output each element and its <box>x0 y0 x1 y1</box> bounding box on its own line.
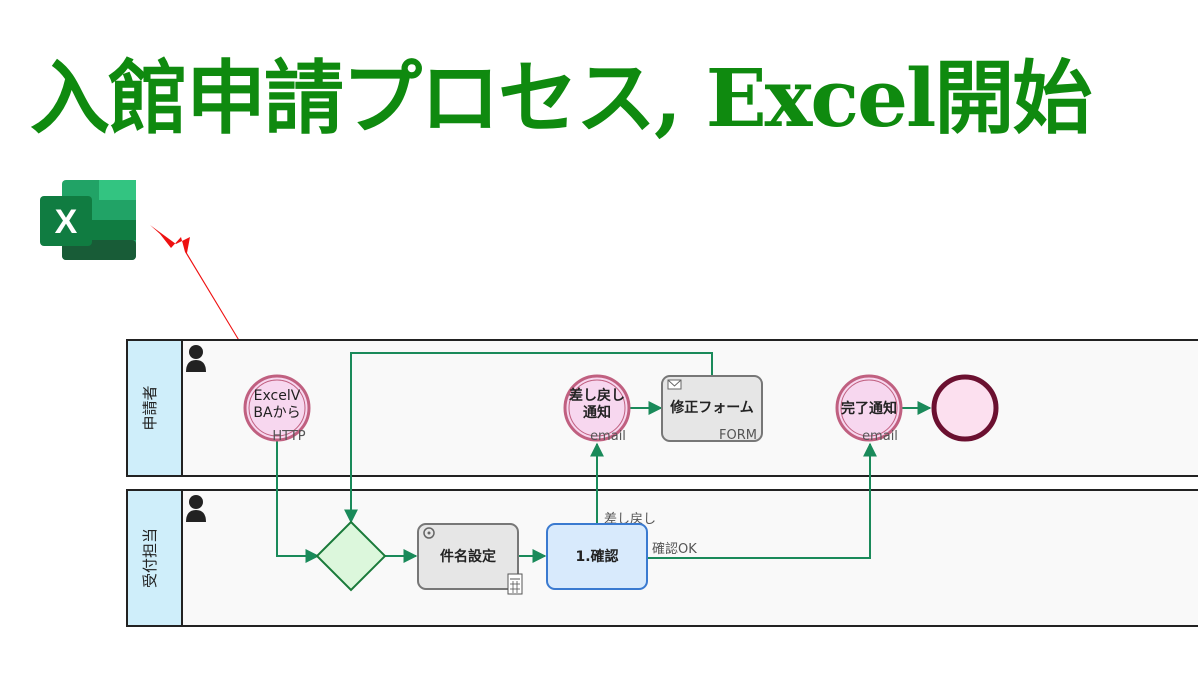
fix-form-label: 修正フォーム <box>669 399 754 416</box>
sendback-event-label-1: 差し戻し <box>569 387 625 404</box>
envelope-icon <box>667 379 682 390</box>
gear-icon <box>423 527 435 539</box>
fix-form-type: FORM <box>719 428 757 443</box>
flow-start-to-gateway <box>276 440 320 563</box>
name-setting-task[interactable]: 件名設定 <box>417 523 523 595</box>
start-event-type: HTTP <box>272 429 305 444</box>
complete-event[interactable]: 完了通知 email <box>835 374 903 444</box>
flow-confirm-to-complete <box>648 442 877 559</box>
confirm-task[interactable]: 1.確認 <box>546 523 648 590</box>
exclusive-gateway[interactable] <box>315 520 387 592</box>
sequence-flows <box>276 352 932 563</box>
lane-label-reception: 受付担当 <box>141 528 159 588</box>
excel-icon: X <box>40 180 136 260</box>
excel-letter: X <box>55 203 78 241</box>
confirm-task-label: 1.確認 <box>575 548 618 565</box>
start-event[interactable]: ExcelV BAから HTTP <box>243 374 311 444</box>
flow-fix-to-gateway <box>344 352 713 524</box>
flow-label-confirm-ok: 確認OK <box>652 541 697 557</box>
sendback-event[interactable]: 差し戻し 通知 email <box>563 374 631 444</box>
calculator-icon <box>507 573 523 595</box>
name-setting-label: 件名設定 <box>440 548 496 565</box>
complete-event-type: email <box>862 429 898 444</box>
start-event-label-1: ExcelV <box>254 388 301 404</box>
page-title: 入館申請プロセス, Excel開始 <box>30 51 1092 145</box>
complete-event-label: 完了通知 <box>841 400 897 417</box>
sendback-event-type: email <box>590 429 626 444</box>
end-event[interactable] <box>931 374 999 442</box>
fix-form-task[interactable]: 修正フォーム FORM <box>661 375 763 443</box>
user-icon <box>186 345 206 372</box>
lane-label-applicant: 申請者 <box>141 385 159 430</box>
user-icon <box>186 495 206 522</box>
sendback-event-label-2: 通知 <box>583 404 611 421</box>
start-event-label-2: BAから <box>253 405 300 421</box>
